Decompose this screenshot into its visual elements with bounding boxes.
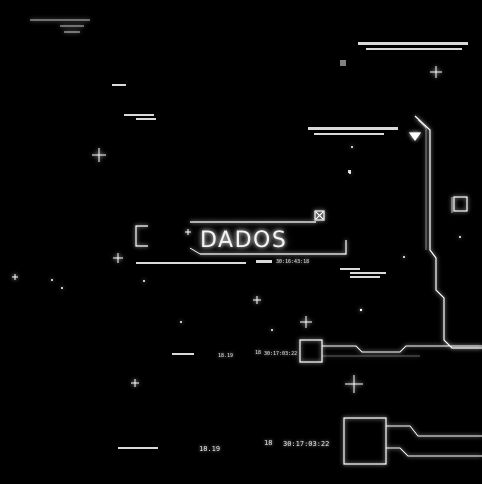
crosshair-icon [12, 274, 18, 280]
number-mid: 18.19 [218, 353, 234, 359]
panel-box-mid [299, 339, 482, 363]
close-box-icon [314, 210, 325, 221]
title-dados: DADOS [200, 228, 288, 253]
crosshair-icon [131, 379, 139, 387]
crosshair-icon [92, 148, 106, 162]
frame-bottom: 18 [264, 439, 273, 447]
crosshair-icon [185, 229, 191, 235]
circuit-line-right [414, 115, 482, 349]
number-bottom: 18.19 [199, 445, 221, 453]
header-lines-top-left [30, 19, 90, 33]
triangle-down-icon [408, 132, 422, 142]
timecode-top: 30:16:43:18 [276, 259, 310, 265]
title-frame [135, 221, 347, 255]
crosshair-group [12, 66, 442, 393]
crosshair-icon [113, 253, 123, 263]
micro-text-rows [112, 42, 468, 449]
panel-box-bottom [343, 417, 482, 465]
timecode-mid: 30:17:03:22 [264, 351, 298, 357]
indicator-box-right [451, 196, 468, 213]
crosshair-icon [345, 375, 363, 393]
crosshair-icon [253, 296, 261, 304]
crosshair-icon [300, 316, 312, 328]
crosshair-icon [430, 66, 442, 78]
timecode-bottom: 30:17:03:22 [283, 440, 330, 448]
star-dots [51, 146, 461, 331]
frame-mid: 18 [255, 350, 262, 356]
